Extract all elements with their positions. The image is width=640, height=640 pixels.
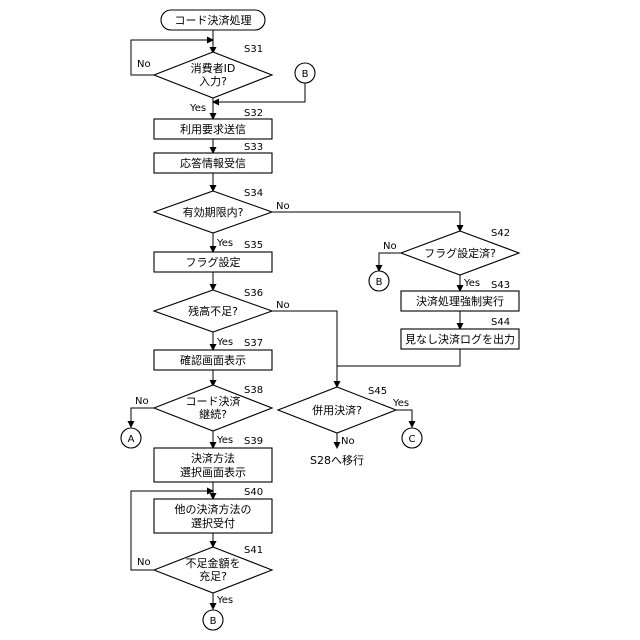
flow-label: 利用要求送信 <box>180 122 246 136</box>
flow-label: 応答情報受信 <box>180 156 246 170</box>
flow-label: No <box>135 396 149 407</box>
flow-label: Yes <box>216 435 233 446</box>
goto-s28-label: S28へ移行 <box>310 454 364 467</box>
flow-label: Yes <box>392 398 409 409</box>
step-id-s37: S37 <box>244 338 263 349</box>
flow-label: 確認画面表示 <box>180 353 246 367</box>
flow-label: 入力? <box>199 75 227 88</box>
flow-label: Yes <box>463 278 480 289</box>
step-id-s38: S38 <box>244 385 263 396</box>
flow-label: 不足金額を <box>186 556 241 570</box>
flow-label: 継続? <box>199 407 227 421</box>
flow-label: 他の決済方法の <box>175 502 252 516</box>
flow-label: フラグ設定 <box>186 255 241 269</box>
step-id-s40: S40 <box>244 487 263 498</box>
flow-label: No <box>137 59 151 70</box>
flow-label: Yes <box>216 238 233 249</box>
step-id-s32: S32 <box>244 108 263 119</box>
flow-label: Yes <box>216 595 233 606</box>
flow-label: 残高不足? <box>188 304 238 318</box>
flow-label: 消費者ID <box>191 61 236 75</box>
flow-label: No <box>276 201 290 212</box>
step-id-s45: S45 <box>368 386 387 397</box>
step-id-s43: S43 <box>491 280 510 291</box>
flow-label: 決済処理強制実行 <box>416 294 504 308</box>
flow-label: 選択受付 <box>191 516 235 530</box>
step-id-s44: S44 <box>491 317 510 328</box>
step-id-s35: S35 <box>244 240 263 251</box>
flow-label: B <box>376 277 383 288</box>
flow-label: フラグ設定済? <box>424 246 496 260</box>
flow-label: C <box>409 434 416 445</box>
step-id-s42: S42 <box>491 228 510 239</box>
step-id-s36: S36 <box>244 288 263 299</box>
flow-label: A <box>128 434 135 445</box>
flow-label: Yes <box>189 103 206 114</box>
flow-label: No <box>276 300 290 311</box>
flow-label: 選択画面表示 <box>180 465 246 479</box>
flow-label: 見なし決済ログを出力 <box>405 332 515 346</box>
flow-label: No <box>137 557 151 568</box>
flow-label: B <box>210 616 217 627</box>
step-id-s31: S31 <box>244 44 263 55</box>
flow-label: コード決済 <box>186 394 241 408</box>
flow-label: 有効期限内? <box>183 205 244 219</box>
step-id-s33: S33 <box>244 142 263 153</box>
flow-label: B <box>302 69 309 80</box>
flow-label: No <box>383 241 397 252</box>
flow-label: 決済方法 <box>191 451 235 465</box>
start-label: コード決済処理 <box>175 13 252 27</box>
flow-label: 充足? <box>199 569 227 583</box>
step-id-s34: S34 <box>244 188 263 199</box>
step-id-s39: S39 <box>244 436 263 447</box>
flow-label: No <box>341 436 355 447</box>
step-id-s41: S41 <box>244 545 263 556</box>
flow-label: 併用決済? <box>312 403 362 417</box>
flow-label: Yes <box>216 337 233 348</box>
